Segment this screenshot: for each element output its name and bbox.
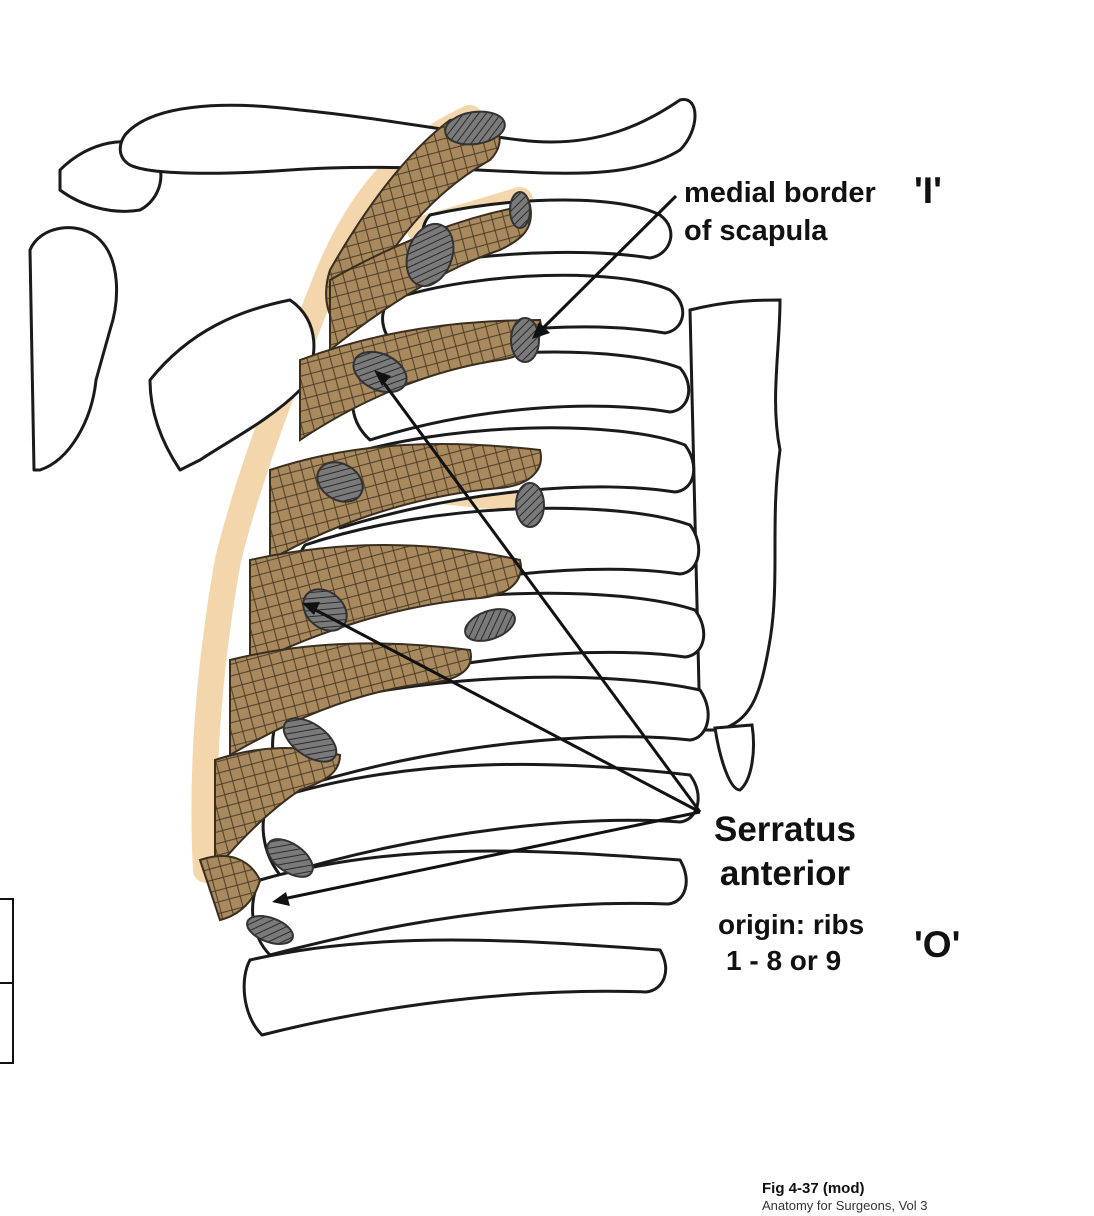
sternum xyxy=(688,298,782,732)
muscle-name-line1: Serratus xyxy=(714,810,857,849)
scapula-humerus xyxy=(28,140,316,472)
pointer-arrowheads xyxy=(272,322,550,906)
figure-source: Anatomy for Surgeons, Vol 3 xyxy=(762,1198,928,1213)
side-box-divider xyxy=(0,982,14,984)
insertion-marker: 'I' xyxy=(914,170,942,211)
origin-attachment-areas xyxy=(246,110,545,945)
origin-line2: 1 - 8 or 9 xyxy=(726,945,842,976)
figure-caption: Fig 4-37 (mod) Anatomy for Surgeons, Vol… xyxy=(762,1180,927,1214)
medial-border-line2: of scapula xyxy=(684,215,828,247)
origin-marker: 'O' xyxy=(914,924,961,965)
muscle-name-line2: anterior xyxy=(719,854,851,893)
xiphoid xyxy=(713,723,755,792)
origin-line1: origin: ribs xyxy=(718,909,865,940)
medial-border-label: medial border of scapula xyxy=(684,174,876,250)
clavicle xyxy=(118,98,697,175)
side-box xyxy=(0,898,14,1064)
muscle-name-label: Serratus anterior xyxy=(714,808,856,896)
medial-border-line1: medial border xyxy=(684,177,876,209)
figure-number: Fig 4-37 (mod) xyxy=(762,1180,865,1197)
pointer-lines xyxy=(277,194,702,902)
